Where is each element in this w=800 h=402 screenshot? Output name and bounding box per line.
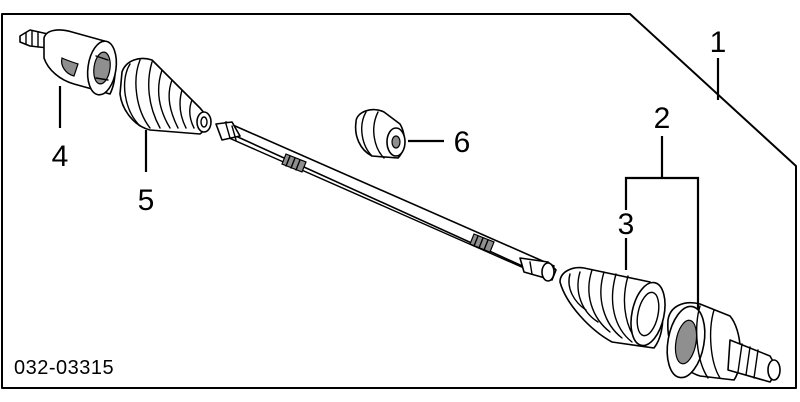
diagram-code: 032-03315 — [14, 357, 114, 379]
callout-4: 4 — [52, 140, 69, 173]
callout-1: 1 — [710, 26, 727, 59]
part-outer-boot — [119, 57, 212, 135]
callout-6: 6 — [454, 126, 471, 159]
part-inner-boot — [559, 266, 666, 349]
part-drive-shaft — [215, 121, 557, 282]
part-inner-cv-joint — [666, 302, 781, 383]
part-outer-cv-joint — [19, 29, 118, 96]
shaft-spline-right — [469, 233, 495, 253]
callout-5: 5 — [138, 184, 155, 217]
callout-3: 3 — [618, 208, 635, 241]
callout-2: 2 — [654, 102, 671, 135]
shaft-spline-left — [281, 153, 307, 173]
part-damper-bushing — [354, 108, 406, 159]
